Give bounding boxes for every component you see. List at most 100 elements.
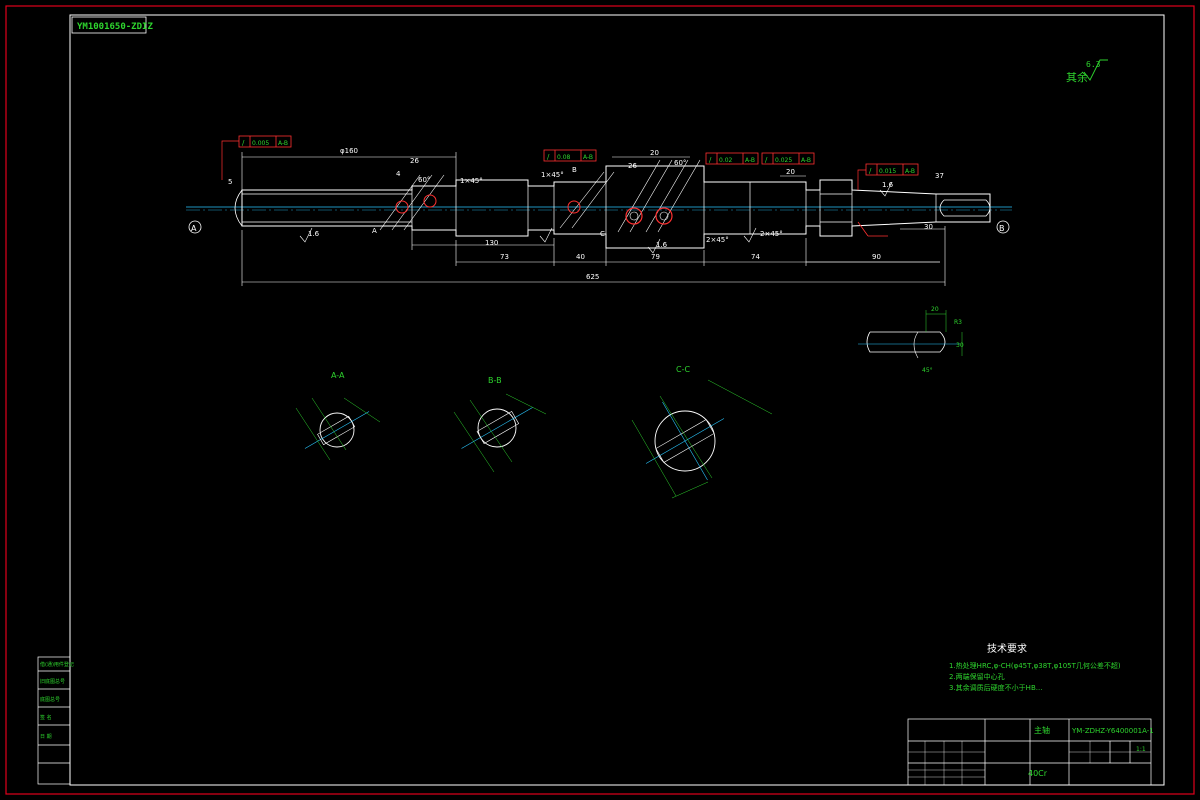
svg-text:旧底图总号: 旧底图总号	[40, 678, 65, 685]
roughness-label: 其余	[1066, 70, 1088, 84]
svg-text:1.6: 1.6	[882, 181, 894, 189]
svg-text:0.005: 0.005	[252, 140, 269, 147]
svg-text:73: 73	[500, 253, 509, 261]
svg-text:0.025: 0.025	[775, 157, 792, 164]
svg-text:60°: 60°	[674, 159, 686, 167]
part-name: 主轴	[1034, 725, 1050, 735]
datum-a-label: A	[191, 224, 197, 233]
svg-text:/: /	[709, 156, 712, 164]
svg-text:37: 37	[935, 172, 944, 180]
svg-text:签 名: 签 名	[40, 714, 52, 721]
roughness-value: 6.3	[1086, 60, 1101, 69]
inclined-holes	[379, 159, 701, 233]
part-number: YM-ZDHZ-Y6400001A-1	[1071, 727, 1154, 735]
detail-dim-45: 45°	[922, 367, 933, 374]
section-b-title: B-B	[488, 376, 502, 385]
tol-frame-2: / 0.08 A-B	[543, 149, 597, 162]
tech-item-3: 3.其余调质后硬度不小于HB...	[949, 683, 1042, 692]
svg-text:4: 4	[396, 170, 401, 178]
svg-text:26: 26	[628, 162, 637, 170]
section-c-c: C-C	[631, 365, 773, 499]
tol-frame-3: / 0.02 A-B	[705, 152, 759, 165]
svg-text:5: 5	[228, 178, 232, 186]
svg-text:/: /	[765, 156, 768, 164]
side-table: 借(通)用件登记 旧底图总号 底图总号 签 名 日 期	[37, 656, 74, 785]
svg-text:2×45°: 2×45°	[760, 230, 783, 238]
step-lines	[242, 166, 937, 248]
svg-text:A-B: A-B	[278, 140, 288, 147]
part-scale: 1:1	[1136, 746, 1146, 753]
tol-frame-4: / 0.025 A-B	[761, 152, 815, 165]
svg-text:74: 74	[751, 253, 760, 261]
hole-4	[625, 207, 643, 225]
detail-dim-20: 20	[931, 306, 939, 313]
svg-text:/: /	[547, 153, 550, 161]
svg-text:1.6: 1.6	[308, 230, 320, 238]
svg-text:0.015: 0.015	[879, 168, 896, 175]
tech-item-1: 1.热处理HRC,φ-CH(φ45T,φ38T,φ105T几何公差不超)	[949, 661, 1121, 670]
code-box	[71, 16, 147, 34]
section-b-b: B-B	[453, 376, 547, 473]
section-c-title: C-C	[676, 365, 690, 374]
hole-3	[567, 200, 581, 214]
section-mark-b: B	[572, 166, 577, 174]
tech-requirements: 技术要求 1.热处理HRC,φ-CH(φ45T,φ38T,φ105T几何公差不超…	[949, 642, 1121, 692]
svg-text:130: 130	[485, 239, 498, 247]
datum-b-label: B	[999, 224, 1005, 233]
svg-text:90: 90	[872, 253, 881, 261]
svg-text:1×45°: 1×45°	[460, 177, 483, 185]
svg-text:底图总号: 底图总号	[40, 696, 60, 703]
section-mark-c: C	[600, 230, 605, 238]
svg-text:20: 20	[786, 168, 795, 176]
hole-4-inner	[629, 211, 639, 221]
datum-a-circle	[188, 220, 202, 234]
title-block	[907, 718, 1152, 786]
tech-item-2: 2.两端保留中心孔	[949, 672, 1005, 681]
dimension-texts: φ160 26 60° 1×45° 4 5 1×45° 20 60° 26 20…	[228, 147, 944, 281]
detail-view: 20 30 R3 45°	[858, 306, 964, 374]
svg-text:625: 625	[586, 273, 599, 281]
svg-text:A-B: A-B	[905, 168, 915, 175]
svg-text:φ160: φ160	[340, 147, 358, 155]
svg-text:日 期: 日 期	[40, 734, 52, 740]
svg-text:2×45°: 2×45°	[706, 236, 729, 244]
hole-5-inner	[659, 211, 669, 221]
detail-dim-r3: R3	[954, 319, 962, 326]
svg-text:/: /	[242, 139, 245, 147]
hole-2	[423, 194, 437, 208]
outer-border	[5, 5, 1195, 795]
svg-text:0.08: 0.08	[557, 154, 571, 161]
drawing-code: YM1001650-ZDIZ	[77, 22, 153, 32]
svg-text:0.02: 0.02	[719, 157, 733, 164]
section-a-title: A-A	[331, 371, 345, 380]
tolerance-frames: / 0.005 A-B / 0.08 A-B / 0.02 A-B	[221, 135, 919, 190]
section-a-a: A-A	[295, 371, 381, 461]
svg-text:A-B: A-B	[801, 157, 811, 164]
inner-border	[69, 14, 1165, 786]
detail-dim-30: 30	[956, 342, 964, 349]
tech-title: 技术要求	[987, 642, 1027, 655]
svg-text:A-B: A-B	[745, 157, 755, 164]
svg-text:/: /	[869, 167, 872, 175]
right-end-slot	[939, 199, 991, 217]
svg-text:60°: 60°	[418, 176, 430, 184]
svg-text:20: 20	[650, 149, 659, 157]
shaft-main-view: A B	[186, 135, 1012, 286]
svg-text:A-B: A-B	[583, 154, 593, 161]
roughness-marks	[299, 181, 893, 254]
svg-text:1.6: 1.6	[656, 241, 668, 249]
tol-frame-5: / 0.015 A-B	[857, 163, 919, 190]
hole-5	[655, 207, 673, 225]
svg-text:借(通)用件登记: 借(通)用件登记	[40, 661, 74, 668]
svg-text:30: 30	[924, 223, 933, 231]
part-material: 40Cr	[1028, 769, 1048, 778]
dimension-lines	[241, 152, 946, 286]
hole-1	[395, 200, 409, 214]
svg-text:1×45°: 1×45°	[541, 171, 564, 179]
datum-b-circle	[996, 220, 1010, 234]
svg-text:26: 26	[410, 157, 419, 165]
red-leader	[857, 221, 869, 237]
tol-frame-1: / 0.005 A-B	[221, 135, 292, 180]
svg-text:40: 40	[576, 253, 585, 261]
